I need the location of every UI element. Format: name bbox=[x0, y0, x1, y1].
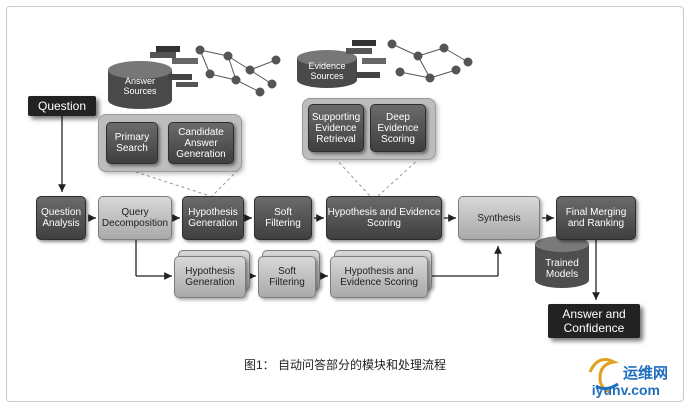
hypothesis-generation-stack-box: Hypothesis Generation bbox=[174, 256, 246, 298]
answer-sources-cylinder bbox=[108, 61, 172, 109]
answer-network-icon bbox=[195, 45, 281, 97]
soft-filtering-stack-box: Soft Filtering bbox=[258, 256, 316, 298]
evidence-network-icon bbox=[387, 39, 473, 83]
answer-sources-label: Answer Sources bbox=[123, 76, 157, 96]
soft-filtering-box: Soft Filtering bbox=[254, 196, 312, 240]
watermark-cn: 运维网 bbox=[622, 365, 668, 382]
evidence-sources-cylinder bbox=[297, 50, 357, 88]
answer-books-icon bbox=[150, 46, 198, 87]
evidence-sources-label: Evidence Sources bbox=[308, 61, 346, 81]
hypothesis-evidence-scoring-stack-box: Hypothesis and Evidence Scoring bbox=[330, 256, 428, 298]
query-decomposition-box: Query Decomposition bbox=[98, 196, 172, 240]
trained-models-cylinder bbox=[535, 236, 589, 288]
logo-swirl-icon bbox=[588, 358, 619, 394]
figure-caption: 图1： 自动问答部分的模块和处理流程 bbox=[243, 358, 446, 372]
evidence-books-icon bbox=[346, 40, 386, 78]
hypothesis-evidence-scoring-box: Hypothesis and Evidence Scoring bbox=[326, 196, 442, 240]
candidate-answer-generation-box: Candidate Answer Generation bbox=[168, 122, 234, 164]
trained-models-label: Trained Models bbox=[545, 258, 579, 280]
synthesis-box: Synthesis bbox=[458, 196, 540, 240]
final-merging-ranking-box: Final Merging and Ranking bbox=[556, 196, 636, 240]
deep-evidence-scoring-box: Deep Evidence Scoring bbox=[370, 104, 426, 152]
primary-search-box: Primary Search bbox=[106, 122, 158, 164]
answer-confidence-label: Answer and Confidence bbox=[548, 304, 640, 338]
watermark-url: iyunv.com bbox=[591, 382, 660, 398]
question-analysis-box: Question Analysis bbox=[36, 196, 86, 240]
hypothesis-generation-box: Hypothesis Generation bbox=[182, 196, 244, 240]
supporting-evidence-retrieval-box: Supporting Evidence Retrieval bbox=[308, 104, 364, 152]
question-label: Question bbox=[28, 96, 96, 116]
